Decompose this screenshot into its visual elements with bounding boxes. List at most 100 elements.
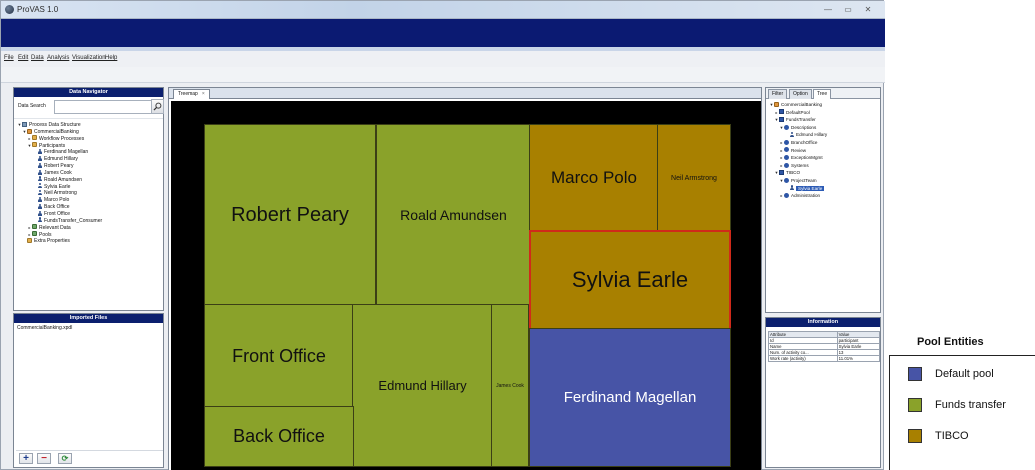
tree-item-projectteam[interactable]: ▼ProjectTeam (766, 177, 880, 185)
tree-item-front-office[interactable]: Front Office (14, 210, 163, 218)
tab-filter[interactable]: Filter (768, 89, 788, 99)
tree-item-sylvia-earle[interactable]: Sylvia Earle (766, 185, 880, 193)
expand-arrow-icon[interactable]: ▼ (779, 124, 784, 130)
tree-item-back-office[interactable]: Back Office (14, 203, 163, 211)
treemap-cell-sylvia-earle[interactable]: Sylvia Earle (529, 230, 731, 330)
legend-swatch (908, 398, 922, 412)
tree-item-systems[interactable]: ▸ Systems (766, 162, 880, 170)
collapse-arrow-icon[interactable]: ▸ (780, 139, 783, 145)
treemap-cell-james-cook[interactable]: James Cook (491, 304, 529, 467)
refresh-files-button[interactable]: ⟳ (58, 453, 72, 464)
tab-option[interactable]: Option (789, 89, 812, 99)
menu-visualization[interactable]: Visualization (72, 55, 106, 61)
tab-treemap-label: Treemap (178, 91, 198, 97)
tree-item-defaultpool[interactable]: ▸DefaultPool (766, 109, 880, 117)
expand-arrow-icon[interactable]: ▼ (769, 102, 774, 107)
tree-item-neil-armstrong[interactable]: Neil Armstrong (14, 190, 163, 197)
tree-item-label: Front Office (44, 210, 71, 217)
treemap-cell-edmund-hillary[interactable]: Edmund Hillary (352, 304, 493, 467)
tree-item-fundstransfer-consumer[interactable]: FundsTransfer_Consumer (14, 217, 163, 225)
collapse-arrow-icon[interactable]: ▸ (28, 224, 31, 230)
person-icon (37, 183, 42, 189)
tree-item-james-cook[interactable]: James Cook (14, 169, 163, 177)
tree-item-label: Neil Armstrong (44, 190, 77, 197)
tree-item-tibco[interactable]: ▼TIBCO (766, 169, 880, 177)
tree-item-extra-properties[interactable]: Extra Properties (14, 238, 163, 245)
tree-item-sylvia-earle[interactable]: Sylvia Earle (14, 183, 163, 191)
minimize-button[interactable]: — (824, 5, 832, 14)
treemap-cell-back-office[interactable]: Back Office (204, 406, 354, 467)
menu-data[interactable]: Data (31, 55, 44, 61)
tree-item-label: CommercialBanking (34, 128, 79, 135)
tree-item-relevant-data[interactable]: ▸Relevant Data (14, 224, 163, 232)
tree-item-roald-amundsen[interactable]: Roald Amundsen (14, 176, 163, 184)
treemap-cell-robert-peary[interactable]: Robert Peary (204, 124, 376, 306)
expand-arrow-icon[interactable]: ▼ (22, 128, 27, 134)
data-search-button[interactable] (151, 99, 164, 114)
menu-analysis[interactable]: Analysis (47, 55, 70, 61)
imported-file-item[interactable]: CommercialBanking.xpdl (17, 325, 73, 331)
collapse-arrow-icon[interactable]: ▸ (28, 135, 31, 141)
tree-item-ferdinand-magellan[interactable]: Ferdinand Magellan (14, 149, 163, 156)
folder-icon (32, 135, 37, 141)
tree-item-marco-polo[interactable]: Marco Polo (14, 196, 163, 204)
data-search-input[interactable] (54, 100, 152, 114)
menu-help[interactable]: Help (105, 55, 118, 61)
collapse-arrow-icon[interactable]: ▸ (780, 193, 783, 199)
tree-item-exceptionmgmt[interactable]: ▸ExceptionMgmt (766, 154, 880, 162)
tab-close-icon[interactable]: × (201, 91, 205, 97)
tree-item-administration[interactable]: ▸Administration (766, 192, 880, 200)
treemap-cell-marco-polo[interactable]: Marco Polo (529, 124, 659, 232)
person-icon (37, 210, 42, 216)
treemap-cell-front-office[interactable]: Front Office (204, 304, 354, 408)
tree-item-robert-peary[interactable]: Robert Peary (14, 162, 163, 170)
person-icon (37, 217, 42, 223)
treemap-cell-roald-amundsen[interactable]: Roald Amundsen (376, 124, 531, 306)
maximize-button[interactable]: ▭ (844, 5, 852, 14)
treemap-cell-neil-armstrong[interactable]: Neil Armstrong (657, 124, 731, 232)
expand-arrow-icon[interactable]: ▼ (774, 170, 779, 176)
expand-arrow-icon[interactable]: ▼ (27, 142, 32, 148)
tree-item-commercialbanking[interactable]: ▼CommercialBanking (766, 101, 880, 109)
tab-tree[interactable]: Tree (813, 89, 832, 99)
menu-edit[interactable]: Edit (18, 55, 29, 61)
remove-file-button[interactable]: − (37, 453, 51, 464)
collapse-arrow-icon[interactable]: ▸ (780, 162, 783, 168)
circle-icon (784, 124, 789, 130)
tree-item-fundstransfer[interactable]: ▼FundsTransfer (766, 116, 880, 124)
expand-arrow-icon[interactable]: ▼ (779, 177, 784, 183)
tree-item-commercialbanking[interactable]: ▼ CommercialBanking (14, 128, 163, 136)
expand-arrow-icon[interactable]: ▼ (17, 122, 22, 127)
tree-item-label: Sylvia Earle (44, 183, 71, 190)
tree-item-label: Systems (791, 162, 809, 168)
tree-item-edmund-hillary[interactable]: Edmund Hillary (14, 155, 163, 163)
legend-swatch (908, 367, 922, 381)
collapse-arrow-icon[interactable]: ▸ (28, 231, 31, 237)
expand-arrow-icon[interactable]: ▼ (774, 117, 779, 123)
tree-item-label: James Cook (44, 169, 72, 176)
tree-item-participants[interactable]: ▼Participants (14, 142, 163, 150)
add-file-button[interactable]: + (19, 453, 33, 464)
tree-item-review[interactable]: ▸Review (766, 147, 880, 155)
search-icon (153, 102, 162, 111)
tree-item-label: Extra Properties (34, 238, 70, 245)
tab-treemap[interactable]: Treemap× (173, 89, 210, 99)
app-logo-icon (5, 5, 14, 14)
tree-item-edmund-hillary[interactable]: Edmund Hillary (766, 131, 880, 139)
menu-file[interactable]: File (4, 55, 14, 61)
tree-item-process-data-structure[interactable]: ▼Process Data Structure (14, 121, 163, 129)
tree-item-pools[interactable]: ▸Pools (14, 231, 163, 239)
collapse-arrow-icon[interactable]: ▸ (780, 155, 783, 161)
information-title: Information (766, 318, 880, 327)
collapse-arrow-icon[interactable]: ▸ (780, 147, 783, 153)
tree-item-workflow-processes[interactable]: ▸Workflow Processes (14, 135, 163, 143)
close-button[interactable]: ✕ (864, 5, 872, 14)
tree-item-branchoffice[interactable]: ▸BranchOffice (766, 139, 880, 147)
tree-item-descriptions[interactable]: ▼Descriptions (766, 124, 880, 132)
collapse-arrow-icon[interactable]: ▸ (775, 109, 778, 115)
data-navigator-title: Data Navigator (14, 88, 163, 97)
treemap-cell-ferdinand-magellan[interactable]: Ferdinand Magellan (529, 328, 731, 467)
